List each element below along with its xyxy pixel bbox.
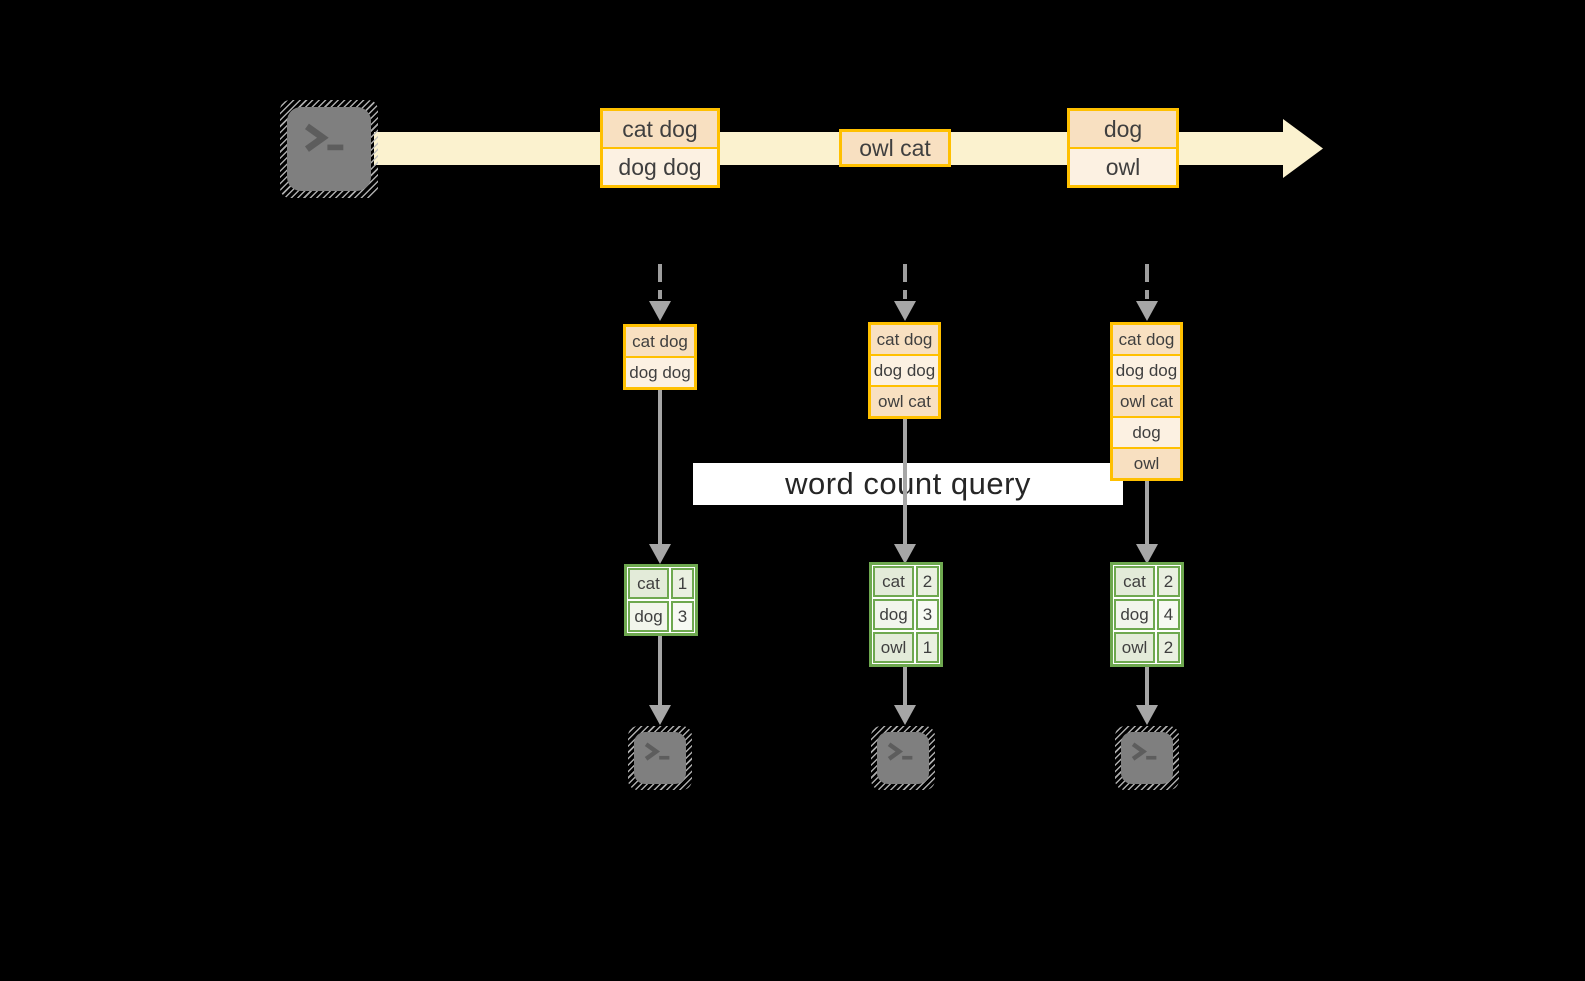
state-box-2: cat dog dog dog owl cat bbox=[868, 322, 941, 419]
stream-arrow-head bbox=[1283, 119, 1323, 178]
count-cell: 2 bbox=[916, 566, 939, 597]
state-record: dog dog bbox=[626, 358, 694, 387]
flow-arrow bbox=[1145, 479, 1149, 545]
count-cell: 4 bbox=[1157, 599, 1180, 630]
flow-arrow bbox=[903, 417, 907, 545]
state-record: cat dog bbox=[1113, 325, 1180, 354]
stream-record: cat dog bbox=[603, 111, 717, 147]
count-cell: 1 bbox=[916, 632, 939, 663]
word-cell: owl bbox=[873, 632, 914, 663]
stream-batch-2: owl cat bbox=[839, 129, 951, 167]
flow-arrow-head-icon bbox=[649, 705, 671, 725]
count-cell: 3 bbox=[671, 601, 694, 632]
terminal-body bbox=[634, 732, 686, 784]
state-record: dog dog bbox=[871, 356, 938, 385]
dashed-arrow-head-icon bbox=[649, 301, 671, 321]
flow-arrow-head-icon bbox=[1136, 544, 1158, 564]
count-cell: 2 bbox=[1157, 632, 1180, 663]
word-cell: dog bbox=[628, 601, 669, 632]
state-record: owl cat bbox=[871, 387, 938, 416]
count-cell: 2 bbox=[1157, 566, 1180, 597]
query-label: word count query bbox=[693, 463, 1123, 505]
stream-record: dog bbox=[1070, 111, 1176, 147]
state-box-1: cat dog dog dog bbox=[623, 324, 697, 390]
count-cell: 3 bbox=[916, 599, 939, 630]
flow-arrow-head-icon bbox=[894, 705, 916, 725]
terminal-icon bbox=[871, 726, 935, 790]
prompt-icon bbox=[1132, 742, 1157, 761]
terminal-body bbox=[877, 732, 929, 784]
dashed-arrow-head-icon bbox=[1136, 301, 1158, 321]
word-cell: cat bbox=[1114, 566, 1155, 597]
count-cell: 1 bbox=[671, 568, 694, 599]
dashed-arrow bbox=[658, 264, 662, 282]
terminal-icon bbox=[628, 726, 692, 790]
state-record: dog dog bbox=[1113, 356, 1180, 385]
flow-arrow-head-icon bbox=[649, 544, 671, 564]
terminal-body bbox=[1121, 732, 1173, 784]
stream-record: owl bbox=[1070, 149, 1176, 185]
query-label-text: word count query bbox=[785, 466, 1031, 501]
word-cell: dog bbox=[873, 599, 914, 630]
flow-arrow-head-icon bbox=[1136, 705, 1158, 725]
dashed-arrow bbox=[658, 290, 662, 299]
stream-batch-3: dog owl bbox=[1067, 108, 1179, 188]
flow-arrow-head-icon bbox=[894, 544, 916, 564]
stream-batch-1: cat dog dog dog bbox=[600, 108, 720, 188]
word-cell: owl bbox=[1114, 632, 1155, 663]
state-record: cat dog bbox=[626, 327, 694, 356]
word-cell: dog bbox=[1114, 599, 1155, 630]
state-record: owl cat bbox=[1113, 387, 1180, 416]
terminal-icon bbox=[280, 100, 378, 198]
prompt-icon bbox=[304, 124, 344, 153]
flow-arrow bbox=[658, 628, 662, 706]
state-record: dog bbox=[1113, 418, 1180, 447]
dashed-arrow-head-icon bbox=[894, 301, 916, 321]
terminal-icon bbox=[1115, 726, 1179, 790]
state-record: owl bbox=[1113, 449, 1180, 478]
flow-arrow bbox=[903, 655, 907, 706]
prompt-icon bbox=[888, 742, 913, 761]
stream-record: owl cat bbox=[842, 132, 948, 164]
prompt-icon bbox=[645, 742, 670, 761]
flow-arrow bbox=[658, 388, 662, 545]
count-table-1: cat 1 dog 3 bbox=[624, 564, 698, 636]
dashed-arrow bbox=[1145, 264, 1149, 282]
dashed-arrow bbox=[903, 290, 907, 299]
word-cell: cat bbox=[628, 568, 669, 599]
terminal-body bbox=[287, 107, 371, 191]
dashed-arrow bbox=[1145, 290, 1149, 299]
count-table-2: cat 2 dog 3 owl 1 bbox=[869, 562, 943, 667]
state-record: cat dog bbox=[871, 325, 938, 354]
stream-record: dog dog bbox=[603, 149, 717, 185]
word-cell: cat bbox=[873, 566, 914, 597]
count-table-3: cat 2 dog 4 owl 2 bbox=[1110, 562, 1184, 667]
state-box-3: cat dog dog dog owl cat dog owl bbox=[1110, 322, 1183, 481]
dashed-arrow bbox=[903, 264, 907, 282]
flow-arrow bbox=[1145, 655, 1149, 706]
